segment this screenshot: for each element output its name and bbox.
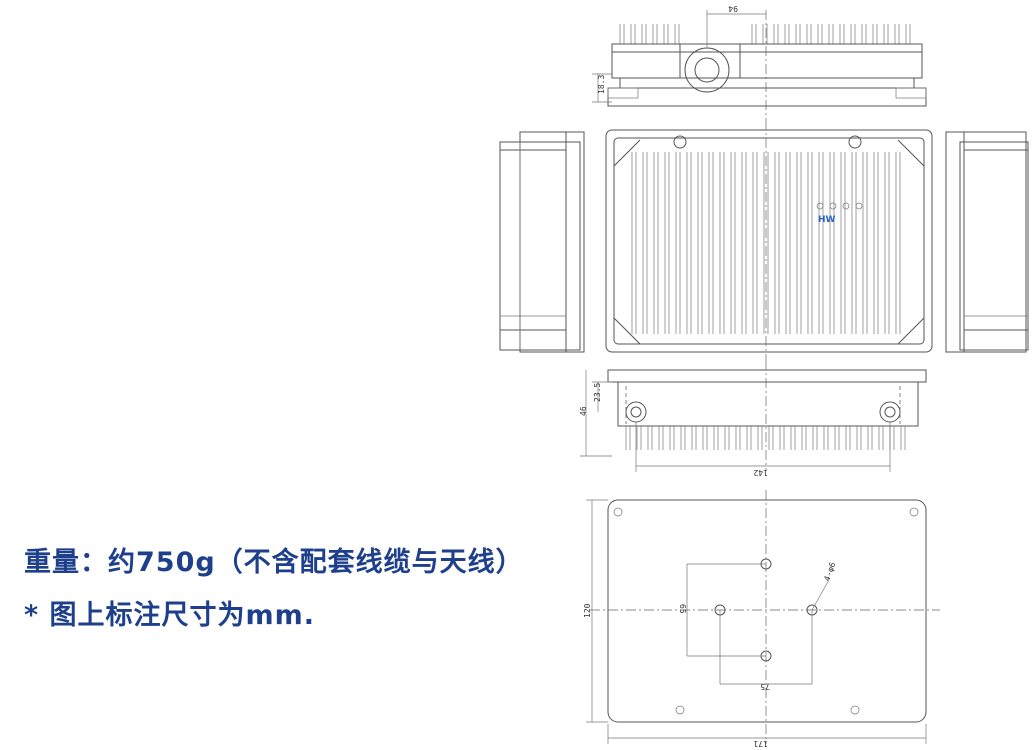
- top-elevation-view: 94 18.3: [592, 4, 927, 120]
- dim-hole-span-y: 65: [678, 604, 687, 614]
- right-side-view: [945, 131, 1029, 353]
- top-fins: [619, 24, 911, 44]
- bottom-fins: [625, 426, 906, 450]
- dim-hole-spec: 4-φ6: [822, 561, 837, 582]
- brand-logo: HW: [818, 215, 836, 225]
- dim-base-width: 171: [753, 739, 768, 748]
- front-view: HW: [605, 120, 933, 360]
- dim-top-width: 94: [728, 4, 738, 13]
- dim-side-height-total: 46: [579, 406, 588, 416]
- dim-top-height: 18.3: [597, 75, 606, 94]
- dim-base-height: 120: [583, 603, 592, 618]
- units-note: * 图上标注尺寸为mm.: [24, 600, 316, 631]
- base-plate-view: 65 75 4-φ6 120 171: [583, 490, 940, 748]
- weight-note: 重量：约750g（不含配套线缆与天线）: [24, 547, 524, 578]
- dim-hole-span-x: 75: [760, 682, 770, 691]
- dim-side-height-small: 23.5: [593, 383, 602, 402]
- bottom-elevation-view: 23.5 46 142: [579, 360, 927, 477]
- front-fins: [631, 152, 901, 334]
- left-side-view: [499, 131, 585, 353]
- dim-side-width: 142: [753, 468, 768, 477]
